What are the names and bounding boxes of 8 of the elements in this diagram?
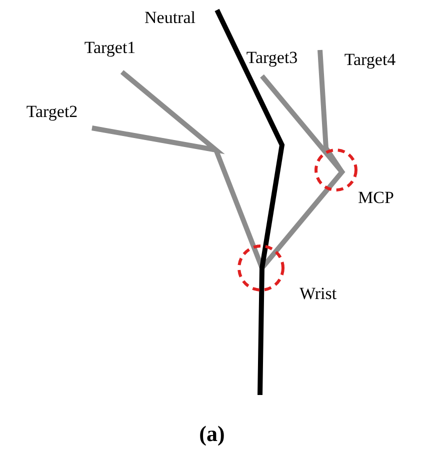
joint-label: MCP [358,188,394,208]
pose-label: Target4 [344,50,396,70]
joint-label: Wrist [299,284,337,304]
figure-caption: (a) [199,421,225,447]
pose-label: Neutral [144,8,196,28]
pose-label: Target3 [246,48,298,68]
pose-label: Target1 [84,38,136,58]
pose-label: Target2 [26,102,78,122]
